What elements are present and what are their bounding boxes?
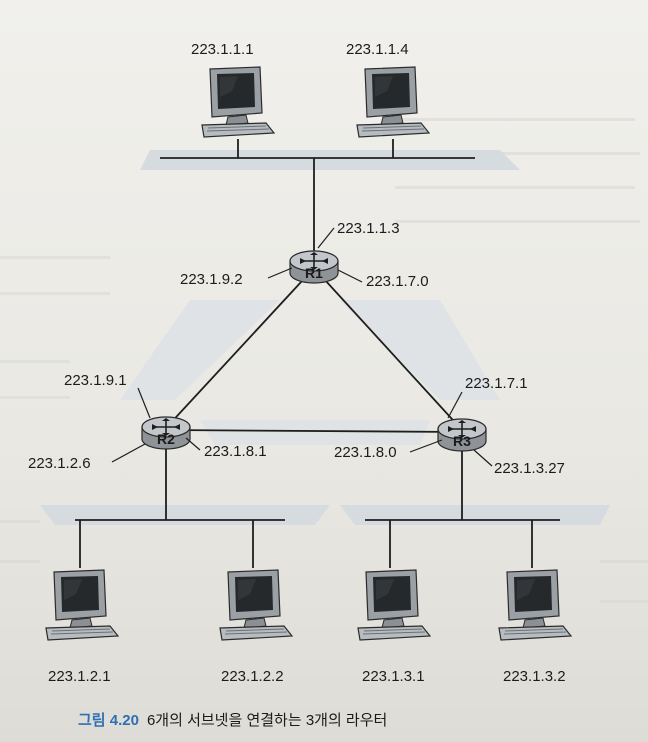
figure-caption: 그림 4.20 6개의 서브넷을 연결하는 3개의 라우터 <box>78 709 387 730</box>
interface-ip-label: 223.1.2.6 <box>28 455 91 472</box>
interface-ip-label: 223.1.8.0 <box>334 444 397 461</box>
subnet-1-segment <box>140 150 520 170</box>
host-ip-label: 223.1.1.1 <box>191 41 254 58</box>
subnet-7-region <box>340 300 500 400</box>
bleed-through-line <box>0 360 70 363</box>
router-r2-label: R2 <box>157 431 175 447</box>
router-r3-icon: R3 <box>437 418 487 452</box>
label-callout-ticks <box>111 227 493 467</box>
bleed-through-line <box>395 186 635 189</box>
host-computer-icon <box>357 569 431 641</box>
bleed-through-line <box>0 560 40 563</box>
host-ip-label: 223.1.2.2 <box>221 668 284 685</box>
host-computer-icon <box>219 569 293 641</box>
bleed-through-line <box>0 520 40 523</box>
figure-caption-text: 6개의 서브넷을 연결하는 3개의 라우터 <box>146 712 388 729</box>
bleed-through-line <box>0 292 110 295</box>
host-ip-label: 223.1.1.4 <box>346 41 409 58</box>
figure-number: 그림 4.20 <box>78 712 139 729</box>
interface-ip-label: 223.1.7.1 <box>465 375 528 392</box>
interface-ip-label: 223.1.8.1 <box>204 443 267 460</box>
interface-ip-label: 223.1.7.0 <box>366 273 429 290</box>
subnet-3-segment <box>340 505 610 525</box>
router-r1-label: R1 <box>305 265 323 281</box>
network-links <box>75 139 560 568</box>
interface-ip-label: 223.1.9.2 <box>180 271 243 288</box>
host-computer-icon <box>498 569 572 641</box>
host-computer-icon <box>45 569 119 641</box>
router-r1-icon: R1 <box>289 250 339 284</box>
subnet-8-region <box>200 420 430 445</box>
bleed-through-line <box>395 118 635 121</box>
subnet-9-region <box>120 300 280 400</box>
bleed-through-line <box>0 396 70 399</box>
bleed-through-line <box>0 256 110 259</box>
host-computer-icon <box>201 66 275 138</box>
host-ip-label: 223.1.3.2 <box>503 668 566 685</box>
bleed-through-line <box>600 600 648 603</box>
interface-ip-label: 223.1.1.3 <box>337 220 400 237</box>
router-r2-icon: R2 <box>141 416 191 450</box>
bleed-through-line <box>395 220 640 223</box>
bleed-through-line <box>395 152 640 155</box>
interface-ip-label: 223.1.3.27 <box>494 460 565 477</box>
bleed-through-line <box>600 560 648 563</box>
interface-ip-label: 223.1.9.1 <box>64 372 127 389</box>
host-ip-label: 223.1.3.1 <box>362 668 425 685</box>
router-r3-label: R3 <box>453 433 471 449</box>
host-ip-label: 223.1.2.1 <box>48 668 111 685</box>
subnet-2-segment <box>40 505 330 525</box>
host-computer-icon <box>356 66 430 138</box>
